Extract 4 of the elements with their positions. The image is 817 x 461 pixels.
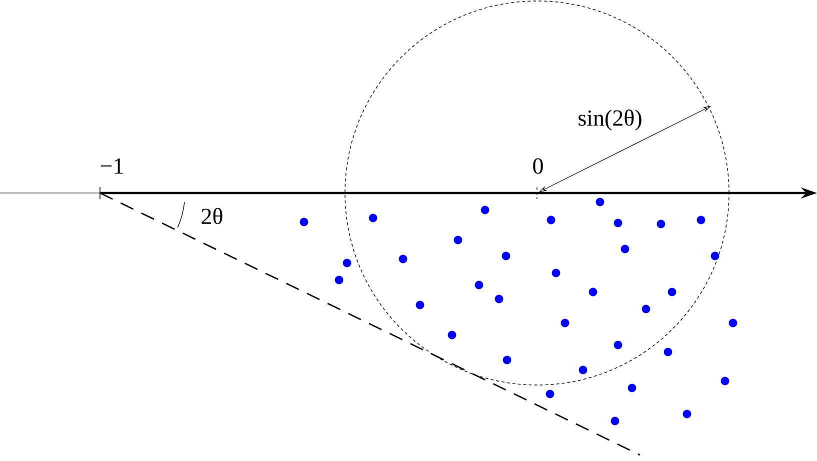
axis-label: 2θ <box>202 208 222 224</box>
axis-label: −1 <box>100 158 123 174</box>
axis-label: 0 <box>533 158 543 174</box>
axis-label: sin(2θ) <box>578 110 642 130</box>
